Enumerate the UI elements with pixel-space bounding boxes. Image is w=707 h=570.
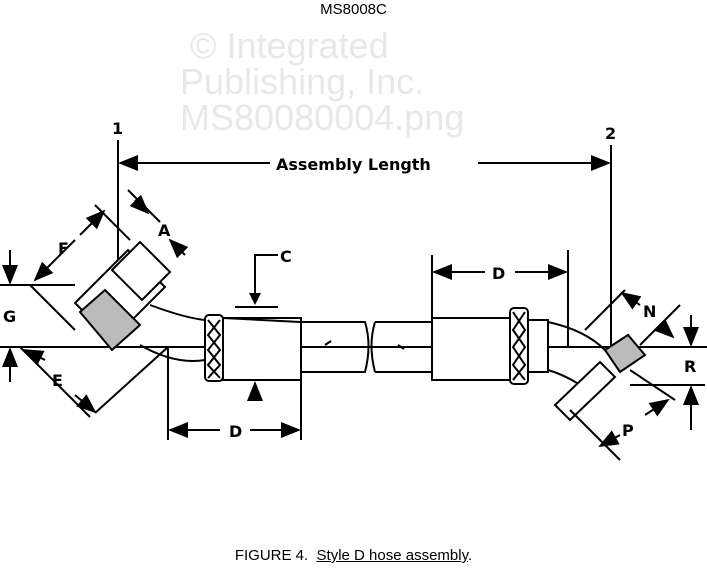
dimension-a: A [127, 189, 189, 259]
dimension-r: R [630, 315, 705, 430]
hose-body [301, 321, 432, 373]
dimension-d-bottom: D [167, 347, 302, 441]
figure-caption: FIGURE 4. Style D hose assembly. [0, 547, 707, 564]
dimension-e: E [19, 346, 169, 418]
watermark-line-2: Publishing, Inc. [180, 61, 424, 102]
left-elbow-fitting [73, 240, 206, 362]
caption-text: Style D hose assembly [316, 547, 468, 564]
dimension-d-top: D [431, 250, 569, 347]
assembly-length-dimension: Assembly Length [118, 155, 611, 174]
label-f: F [58, 239, 69, 258]
label-n: N [643, 302, 656, 321]
dimension-n: N [584, 289, 681, 346]
label-a: A [158, 221, 171, 240]
label-r: R [684, 357, 696, 376]
document-title: MS8008C [320, 1, 387, 18]
dimension-f: F [29, 204, 131, 331]
label-p: P [622, 421, 634, 440]
label-e: E [52, 371, 63, 390]
caption-suffix: . [467, 547, 473, 564]
label-d-bottom: D [229, 422, 242, 441]
dimension-g: G [0, 250, 75, 382]
right-ferrule [431, 307, 549, 385]
label-g: G [3, 307, 16, 326]
watermark-line-1: © Integrated [190, 25, 389, 66]
caption-prefix: FIGURE 4. [234, 547, 309, 564]
watermark: © Integrated Publishing, Inc. MS80080004… [180, 25, 464, 138]
label-c: C [280, 247, 292, 266]
dimension-p: P [569, 369, 676, 461]
watermark-line-3: MS80080004.png [180, 97, 464, 138]
right-elbow-fitting [547, 321, 647, 422]
label-d-top: D [492, 264, 505, 283]
dimension-c: C [235, 247, 292, 401]
assembly-length-label: Assembly Length [276, 155, 431, 174]
left-ferrule [204, 314, 302, 382]
end-2-label: 2 [605, 124, 616, 143]
end-1-label: 1 [112, 119, 123, 138]
